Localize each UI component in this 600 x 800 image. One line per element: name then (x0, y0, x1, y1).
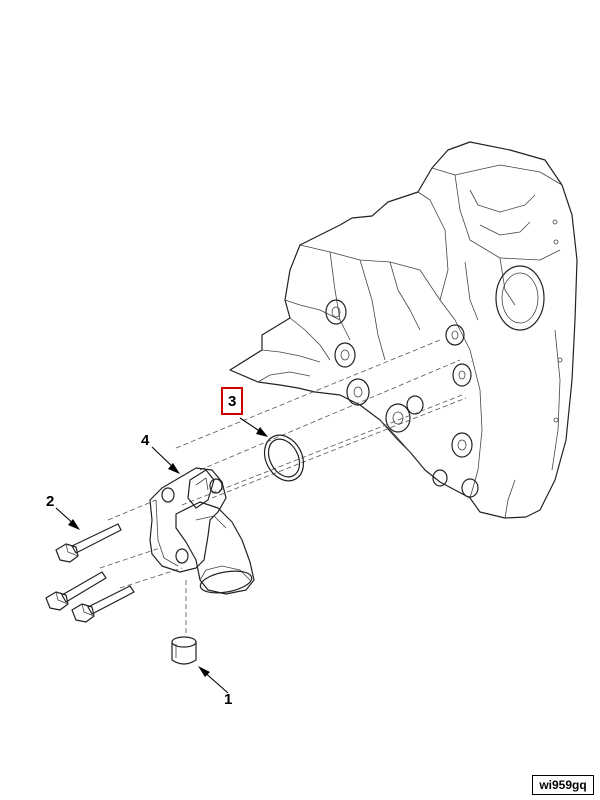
capscrew-lower (71, 585, 135, 623)
figure-id-label: wi959gq (532, 775, 594, 795)
water-outlet-connection (149, 467, 255, 595)
callout-4-label: 4 (141, 432, 150, 449)
callout-3-highlight-box (221, 387, 243, 415)
callout-3-label: 3 (228, 393, 237, 410)
pipe-plug (171, 636, 197, 665)
capscrew-upper (55, 523, 122, 563)
capscrew-middle (45, 571, 107, 611)
engine-block-housing (229, 141, 578, 519)
alignment-lines (99, 339, 467, 635)
callout-2-label: 2 (46, 493, 55, 510)
callout-1-label: 1 (224, 691, 233, 708)
callout-leaders (55, 417, 268, 694)
o-ring-seal (263, 434, 305, 482)
